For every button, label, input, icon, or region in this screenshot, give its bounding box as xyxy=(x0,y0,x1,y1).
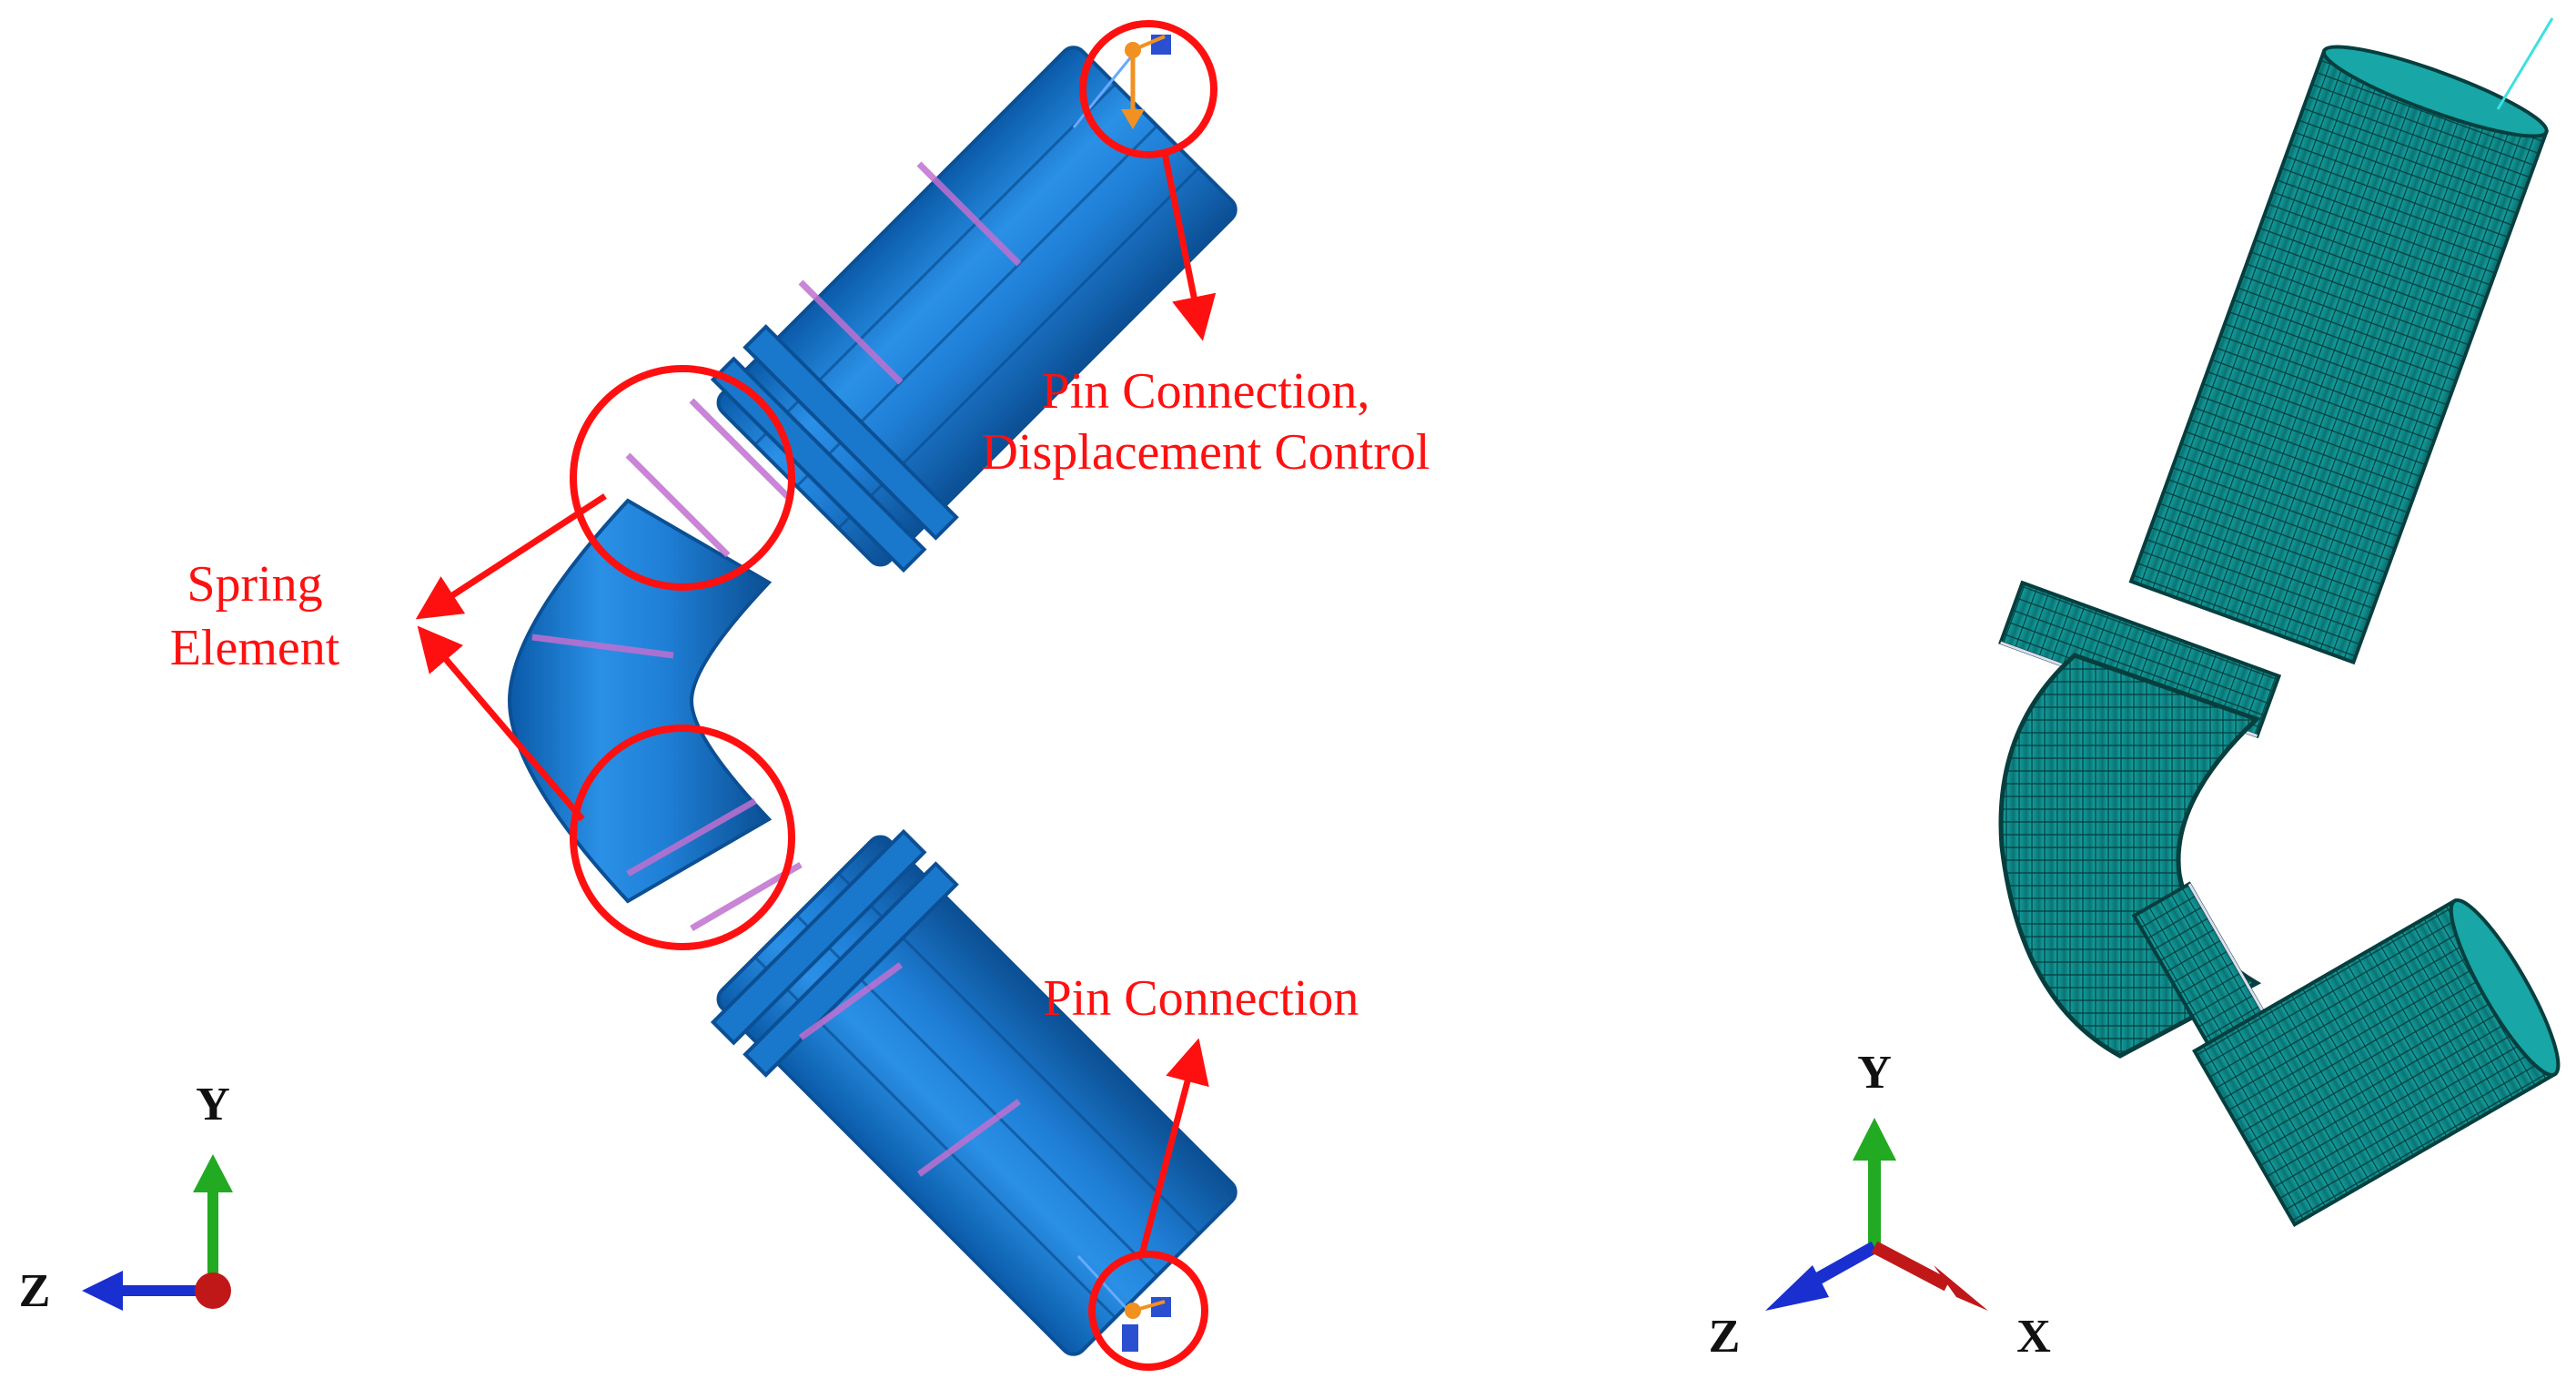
mesh-lower-segment xyxy=(2192,897,2561,1227)
right-axis-z-label: Z xyxy=(1709,1311,1741,1363)
pin-bottom-arrow xyxy=(1138,1038,1209,1255)
right-axis-y-label: Y xyxy=(1857,1047,1892,1099)
left-axis-triad: Y Z xyxy=(19,1079,233,1317)
pin-bottom-label: Pin Connection xyxy=(1044,970,1359,1027)
pin-top-highlight xyxy=(1079,20,1217,158)
spring-label-line1: Spring xyxy=(187,556,322,613)
pipe-elbow xyxy=(507,498,773,904)
pin-top-label-line1: Pin Connection, xyxy=(1042,363,1370,420)
mesh-upper-segment xyxy=(2128,45,2550,665)
mesh-model xyxy=(1998,17,2561,1227)
pipe-lower-segment xyxy=(710,828,1237,1356)
left-axis-z-label: Z xyxy=(19,1265,51,1317)
spring-lower-highlight xyxy=(570,725,795,950)
spring-label-line2: Element xyxy=(170,620,340,676)
spring-upper-highlight xyxy=(570,365,795,591)
pin-top-label-line2: Displacement Control xyxy=(981,424,1429,481)
mesh-reference-line xyxy=(2496,17,2554,110)
pin-top-arrow xyxy=(1161,152,1217,341)
spring-arrow-upper xyxy=(415,493,607,620)
right-axis-x-label: X xyxy=(2016,1311,2051,1363)
pin-bottom-highlight xyxy=(1088,1251,1208,1371)
pin-bottom-glyph xyxy=(1122,1297,1171,1352)
spring-arrow-lower xyxy=(417,625,585,822)
pin-link-top xyxy=(1072,54,1135,128)
pipe-upper-segment xyxy=(710,46,1237,573)
pipe-model xyxy=(507,46,1237,1356)
pin-top-glyph xyxy=(1121,35,1171,129)
spring-markers xyxy=(531,161,1022,1177)
right-axis-triad: Y Z X xyxy=(1709,1047,2051,1363)
pin-link-bottom xyxy=(1076,1254,1135,1317)
left-axis-y-label: Y xyxy=(196,1079,230,1130)
